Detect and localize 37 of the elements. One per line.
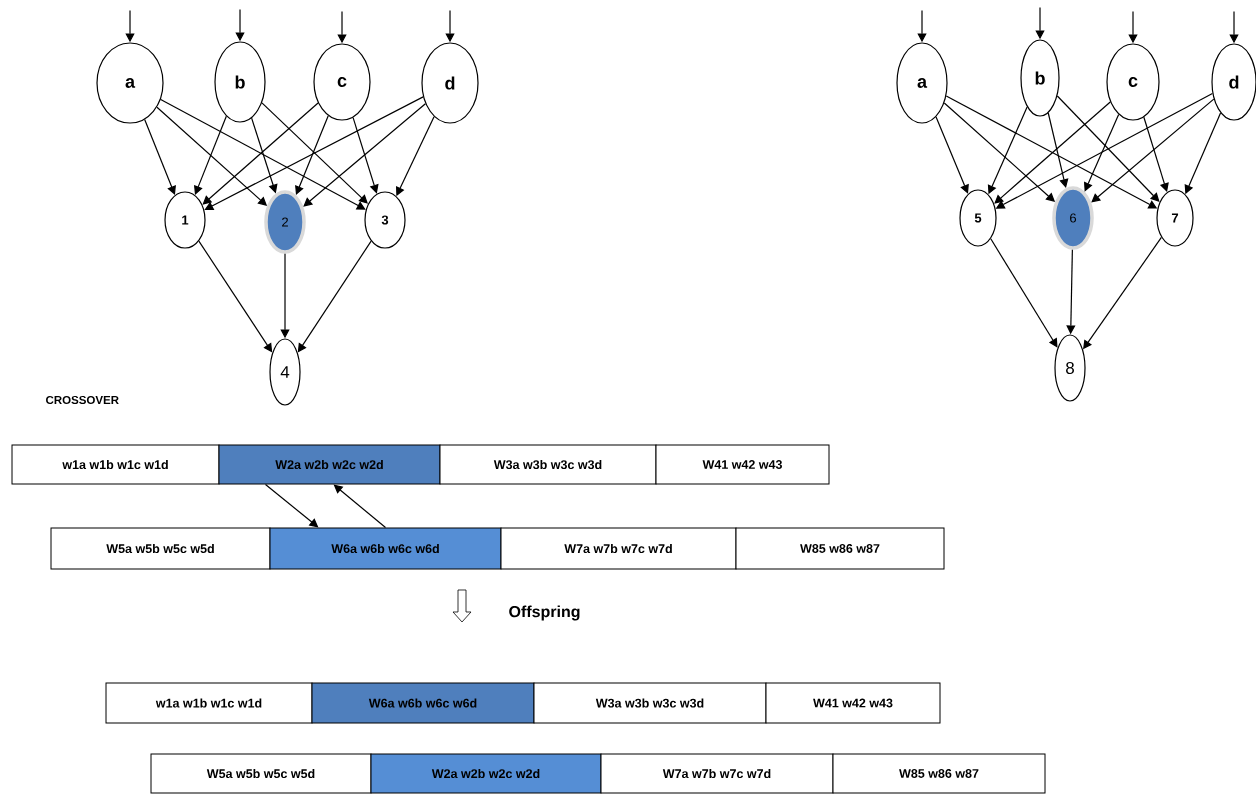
chromosome-cell: W7a w7b w7c w7d bbox=[500, 527, 737, 570]
arrow bbox=[204, 96, 424, 211]
arrow bbox=[1056, 95, 1160, 202]
arrow bbox=[1084, 113, 1120, 192]
section-label: CROSSOVER bbox=[46, 395, 119, 405]
arrow bbox=[194, 115, 227, 195]
chromosome-cell: W5a w5b w5c w5d bbox=[150, 753, 372, 794]
arrow bbox=[303, 103, 427, 207]
chromosome-cell: W3a w3b w3c w3d bbox=[439, 444, 657, 485]
chromosome-cell: w1a w1b w1c w1d bbox=[11, 444, 220, 485]
arrow bbox=[994, 101, 1111, 204]
chromosome-cell: W85 w86 w87 bbox=[832, 753, 1046, 794]
arrow bbox=[198, 240, 273, 353]
chromosome-cell: W3a w3b w3c w3d bbox=[533, 682, 767, 724]
arrow bbox=[144, 118, 176, 195]
offspring-label: Offspring bbox=[509, 605, 580, 621]
arrow bbox=[352, 116, 379, 194]
chromosome-cell: W41 w42 w43 bbox=[765, 682, 941, 724]
arrow bbox=[935, 116, 969, 194]
arrow bbox=[295, 115, 329, 195]
chromosome-cell: W2a w2b w2c w2d bbox=[218, 444, 441, 485]
chromosome-cell: W5a w5b w5c w5d bbox=[50, 527, 271, 570]
chromosome-cell: W41 w42 w43 bbox=[655, 444, 830, 485]
arrow bbox=[160, 98, 366, 210]
arrow bbox=[264, 483, 319, 528]
chromosome-cell: W6a w6b w6c w6d bbox=[269, 527, 502, 570]
arrow bbox=[990, 238, 1058, 348]
chromosome-cell: W2a w2b w2c w2d bbox=[370, 753, 602, 794]
arrow bbox=[202, 102, 319, 205]
arrow bbox=[261, 102, 368, 204]
chromosome-cell: w1a w1b w1c w1d bbox=[105, 682, 313, 724]
chromosome-cell: W85 w86 w87 bbox=[735, 527, 945, 570]
arrow bbox=[297, 240, 372, 353]
arrow bbox=[333, 484, 387, 529]
chromosome-cell: W6a w6b w6c w6d bbox=[311, 682, 535, 724]
arrow bbox=[1091, 98, 1215, 203]
chromosome-cell: W7a w7b w7c w7d bbox=[600, 753, 834, 794]
